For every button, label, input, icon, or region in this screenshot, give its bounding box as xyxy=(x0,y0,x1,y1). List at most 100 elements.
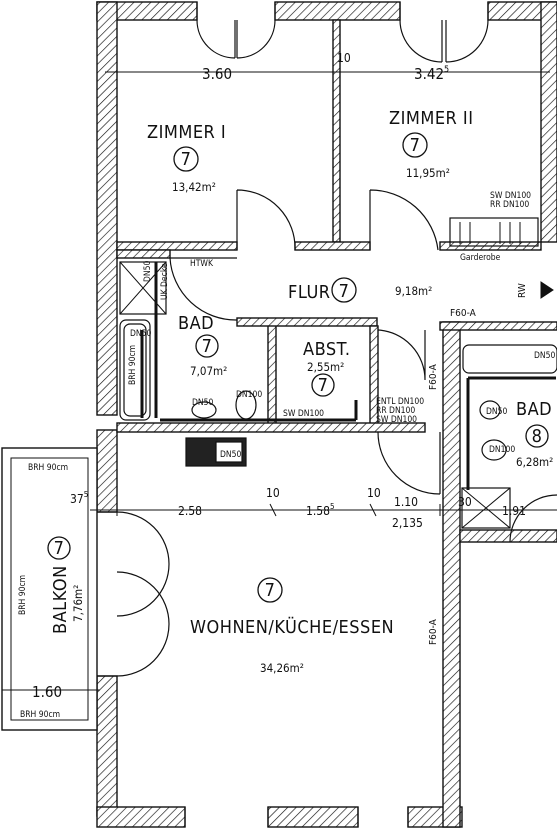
pipe-bad2 xyxy=(466,376,556,490)
bad-number-circle xyxy=(195,334,219,358)
f60a-vertical-2-group: F60-A xyxy=(428,618,439,645)
dn50-shower: DN50 xyxy=(143,261,153,282)
balkon-label: BALKON 7,76m² xyxy=(50,565,85,634)
abst-name: ABST. xyxy=(303,339,351,360)
f60a-vertical-1-group: F60-A xyxy=(428,363,439,390)
bad2-name: BAD xyxy=(516,399,552,420)
dim-mid-f: 2,135 xyxy=(392,516,423,530)
wall-under-zimmer2-a xyxy=(294,241,371,251)
wardrobe xyxy=(449,217,539,247)
wall-left-lower-a xyxy=(96,429,118,513)
shower-diagonal-2 xyxy=(461,487,511,529)
washbasin xyxy=(191,401,217,419)
brh-side: BRH 90cm xyxy=(18,575,28,615)
wall-bad2-bottom xyxy=(459,529,557,543)
door-living xyxy=(377,431,441,495)
bad-name: BAD xyxy=(178,313,214,334)
abst-area: 2,55m² xyxy=(307,360,344,374)
dim-line-middle xyxy=(90,503,557,517)
dn50-bad2: DN50 xyxy=(486,407,507,417)
dim-line-top xyxy=(105,66,550,78)
brh-top: BRH 90cm xyxy=(28,463,68,473)
f60a-vertical-1: F60-A xyxy=(428,363,439,390)
sw-dn100-bad: SW DN100 xyxy=(283,409,324,419)
dn100-bad: DN100 xyxy=(236,390,262,400)
dn50-bad-1: DN50 xyxy=(130,329,151,339)
rw-label: RW xyxy=(517,283,528,298)
door-bad2 xyxy=(509,494,557,543)
zimmer1-number-circle xyxy=(173,146,199,172)
flur-area: 9,18m² xyxy=(395,284,432,298)
flur-name: FLUR xyxy=(288,282,331,303)
balkon-area: 7,76m² xyxy=(71,585,85,622)
wall-flur-bottom-a xyxy=(236,317,378,327)
f60a-vertical-2: F60-A xyxy=(428,618,439,645)
rw-triangle xyxy=(540,281,554,299)
dim-mid-first: 375 xyxy=(70,490,88,506)
zimmer1-name: ZIMMER I xyxy=(147,122,226,143)
brh-bad-group: BRH 90cm xyxy=(128,345,138,385)
dim-balcony: 1.60 xyxy=(32,683,62,701)
balcony-rail-inner xyxy=(10,457,89,721)
dim-mid-first-base: 37 xyxy=(70,492,84,506)
dn50-bad2-top: DN50 xyxy=(534,351,555,361)
windows-doors xyxy=(97,2,557,827)
dim-line-balcony xyxy=(1,684,100,696)
rw-group: RW xyxy=(517,283,528,298)
wall-flur-right xyxy=(439,321,557,331)
bad2-area: 6,28m² xyxy=(516,455,553,469)
dn100-bad2: DN100 xyxy=(489,445,515,455)
dn50-bad-2: DN50 xyxy=(192,398,213,408)
bathtub-2 xyxy=(462,344,557,374)
wall-bath-bottom xyxy=(116,422,426,433)
bad-number: 7 xyxy=(202,336,213,357)
fixtures xyxy=(119,217,557,529)
dim-top-right: 3.425 xyxy=(414,65,449,83)
wohnen-area: 34,26m² xyxy=(260,661,304,675)
wall-top-mid xyxy=(274,1,401,21)
f60a-flur: F60-A xyxy=(450,308,477,319)
dn50-shower-group: DN50 xyxy=(143,261,153,282)
rr-dn100-abst: RR DN100 xyxy=(376,406,415,416)
door-abst xyxy=(377,329,426,381)
shower-diagonal xyxy=(119,261,167,315)
dim-top-right-base: 3.42 xyxy=(414,65,444,83)
wall-bottom-left xyxy=(96,806,186,828)
dim-mid-c-base: 1.58 xyxy=(306,504,330,518)
wardrobe-lines xyxy=(459,222,521,244)
dim-top-left: 3.60 xyxy=(202,65,232,83)
wall-left-upper xyxy=(96,1,118,416)
dim-mid-first-sup: 5 xyxy=(84,490,89,499)
wall-right-upper xyxy=(540,1,557,243)
dim-mid-d: 10 xyxy=(367,486,381,500)
zimmer2-number-circle xyxy=(402,132,428,158)
brh-bad: BRH 90cm xyxy=(128,345,138,385)
zimmer1-area: 13,42m² xyxy=(172,180,216,194)
rr-dn100-top: RR DN100 xyxy=(490,200,529,210)
wohnen-number-circle xyxy=(257,577,283,603)
kitchen-sink-bowl xyxy=(215,441,243,463)
entl-dn100: ENTL DN100 xyxy=(376,397,424,407)
abst-number: 7 xyxy=(318,375,329,396)
balcony-rail-outer xyxy=(1,447,98,731)
wall-bad-top xyxy=(116,249,171,259)
sw-dn100-top: SW DN100 xyxy=(490,191,531,201)
balkon-number-circle xyxy=(47,536,71,560)
zimmer2-area: 11,95m² xyxy=(406,166,450,180)
garderobe-label: Garderobe xyxy=(460,253,501,263)
wall-bottom-mid xyxy=(267,806,359,828)
bathtub-inner xyxy=(123,323,147,417)
zimmer1-number: 7 xyxy=(181,149,192,170)
window-zimmer2 xyxy=(399,2,489,63)
flur-number: 7 xyxy=(339,281,350,302)
zimmer2-name: ZIMMER II xyxy=(389,108,473,129)
window-living xyxy=(184,807,409,827)
dim-mid-b: 10 xyxy=(266,486,280,500)
bathtub xyxy=(119,319,151,421)
dim-mid-g: 30 xyxy=(458,495,472,509)
wall-bad-right xyxy=(267,319,277,426)
door-zimmer1 xyxy=(236,189,296,251)
shower-tray xyxy=(119,261,167,315)
